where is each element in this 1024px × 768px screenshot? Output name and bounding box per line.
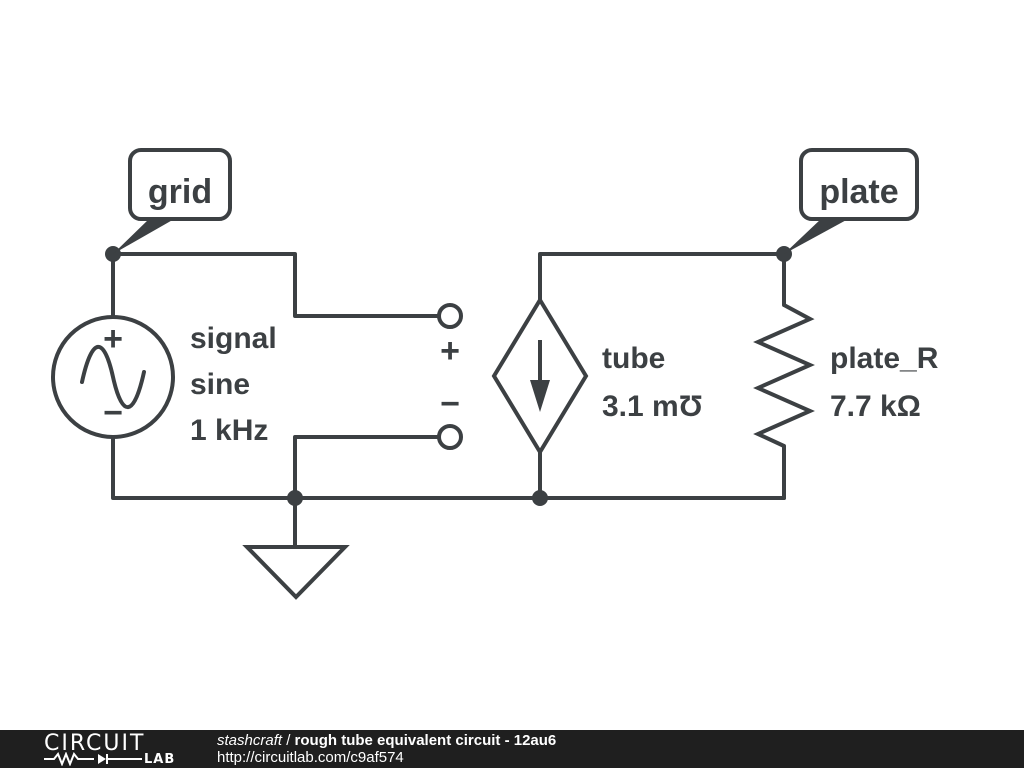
source-type-label: sine	[190, 368, 250, 401]
logo-lab-text: LAB	[144, 752, 176, 767]
circuitlab-logo-top[interactable]: CIRCUIT	[44, 731, 146, 756]
minus-port-wire	[293, 435, 440, 547]
source-bottom-wire	[111, 436, 786, 500]
port-plus-label: +	[440, 332, 460, 370]
circuitlab-logo-bottom[interactable]: LAB	[44, 752, 176, 767]
resistor-diode-logo-icon	[44, 752, 142, 766]
sine-wave-icon	[80, 344, 146, 410]
plate-label-pointer	[784, 218, 850, 254]
tube-current-source[interactable]	[491, 296, 589, 456]
source-plus-sign: +	[103, 320, 123, 358]
port-plus-terminal[interactable]	[437, 303, 463, 329]
wires	[111, 252, 786, 547]
tube-name-label: tube	[602, 342, 665, 375]
source-minus-sign: −	[103, 394, 123, 432]
plate-wire	[538, 252, 786, 307]
plate-resistor[interactable]	[753, 303, 815, 448]
credit-separator: /	[282, 732, 295, 749]
ground-junction	[287, 490, 303, 506]
footer-bar: CIRCUIT LAB stashcraft / rough tube equi…	[0, 730, 1024, 768]
plate-label-box	[799, 148, 919, 221]
credit-line: stashcraft / rough tube equivalent circu…	[217, 732, 556, 749]
sine-source[interactable]: + −	[51, 315, 175, 439]
port-minus-label: −	[440, 385, 460, 423]
resistor-name-label: plate_R	[830, 342, 939, 375]
author-link[interactable]: stashcraft	[217, 732, 283, 749]
circuit-title[interactable]: rough tube equivalent circuit - 12au6	[294, 732, 557, 749]
source-frequency-label: 1 kHz	[190, 414, 268, 447]
output-port[interactable]: + −	[437, 303, 463, 450]
tube-value-label: 3.1 mƱ	[602, 390, 703, 423]
plate-net-label[interactable]: plate	[784, 148, 919, 254]
grid-label-box	[128, 148, 232, 221]
ground-icon	[242, 545, 350, 600]
schematic-canvas: grid plate + − signal sine 1 kHz + − tub…	[51, 148, 939, 600]
grid-wire	[111, 252, 440, 318]
resistor-value-label: 7.7 kΩ	[830, 390, 921, 423]
source-name-label: signal	[190, 322, 277, 355]
arrow-down-icon	[530, 380, 550, 412]
port-minus-terminal[interactable]	[437, 424, 463, 450]
circuit-url-link[interactable]: http://circuitlab.com/c9af574	[217, 749, 404, 766]
tube-junction	[532, 490, 548, 506]
grid-label-text: grid	[148, 173, 212, 211]
plate-label-text: plate	[819, 173, 898, 211]
ground-symbol[interactable]	[242, 545, 350, 600]
grid-net-label[interactable]: grid	[113, 148, 232, 254]
resistor-zigzag	[753, 303, 815, 448]
grid-label-pointer	[113, 218, 176, 254]
